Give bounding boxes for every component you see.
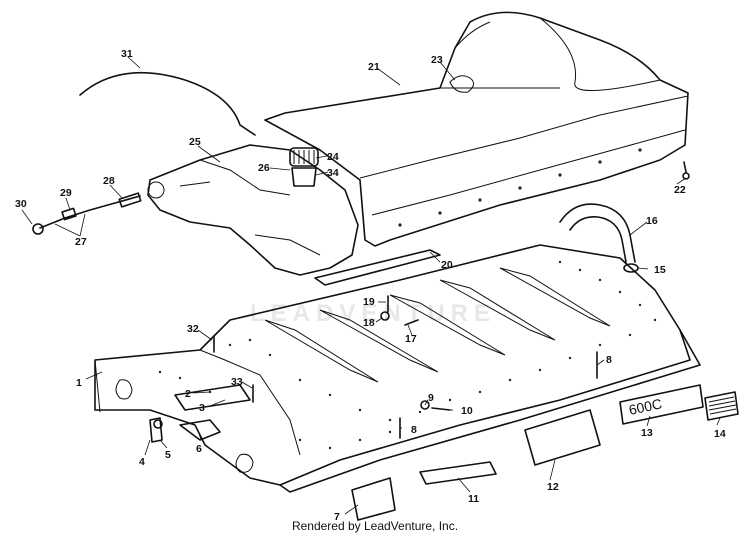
callout-10: 10 [461,405,473,417]
emblem-600c: 600C [619,384,704,425]
callout-21: 21 [368,61,380,73]
callout-23: 23 [431,54,443,66]
callout-30: 30 [15,198,27,210]
callout-14: 14 [714,428,726,440]
callout-4: 4 [139,456,145,468]
callout-2: 2 [185,388,191,400]
callout-33: 33 [231,376,243,388]
tunnel [94,244,701,493]
callout-24: 24 [327,151,339,163]
callout-22: 22 [674,184,686,196]
callout-13: 13 [641,427,653,439]
hose [559,203,639,273]
fuel-line [32,192,142,235]
callout-20: 20 [441,259,453,271]
callout-29: 29 [60,187,72,199]
callout-19: 19 [363,296,375,308]
callout-27: 27 [75,236,87,248]
callout-26: 26 [258,162,270,174]
bracket-7 [351,477,396,521]
small-parts [149,161,690,443]
leader-lines [21,56,721,515]
callout-12: 12 [547,481,559,493]
footer-credit: Rendered by LeadVenture, Inc. [291,519,459,533]
callout-34: 34 [327,167,339,179]
callout-18: 18 [363,317,375,329]
fuel-tank [147,144,359,276]
reflector-14 [704,391,739,421]
callout-25: 25 [189,136,201,148]
callout-8b: 8 [411,424,417,436]
callout-1: 1 [76,377,82,389]
callout-9: 9 [428,392,434,404]
callout-5: 5 [165,449,171,461]
callout-8a: 8 [606,354,612,366]
throttle-cable [79,71,256,136]
callout-labels: 1 2 3 4 5 6 7 8 8 9 10 11 12 13 14 15 16… [15,48,726,523]
seat-rivets [398,148,642,227]
rivet-pattern [158,260,657,450]
callout-7: 7 [334,511,340,523]
emblem-text: 600C [627,395,663,418]
plate-11 [419,461,497,485]
callout-11: 11 [468,493,479,505]
bracket-12 [524,409,601,466]
callout-15: 15 [654,264,666,276]
fuel-cap [289,147,319,187]
callout-31: 31 [121,48,133,60]
callout-6: 6 [196,443,202,455]
seat [264,11,689,247]
callout-16: 16 [646,215,658,227]
callout-32: 32 [187,323,199,335]
callout-3: 3 [199,402,205,414]
callout-17: 17 [405,333,417,345]
watermark: LEADVENTURE [250,300,497,327]
callout-28: 28 [103,175,115,187]
tank-strap [314,249,441,286]
